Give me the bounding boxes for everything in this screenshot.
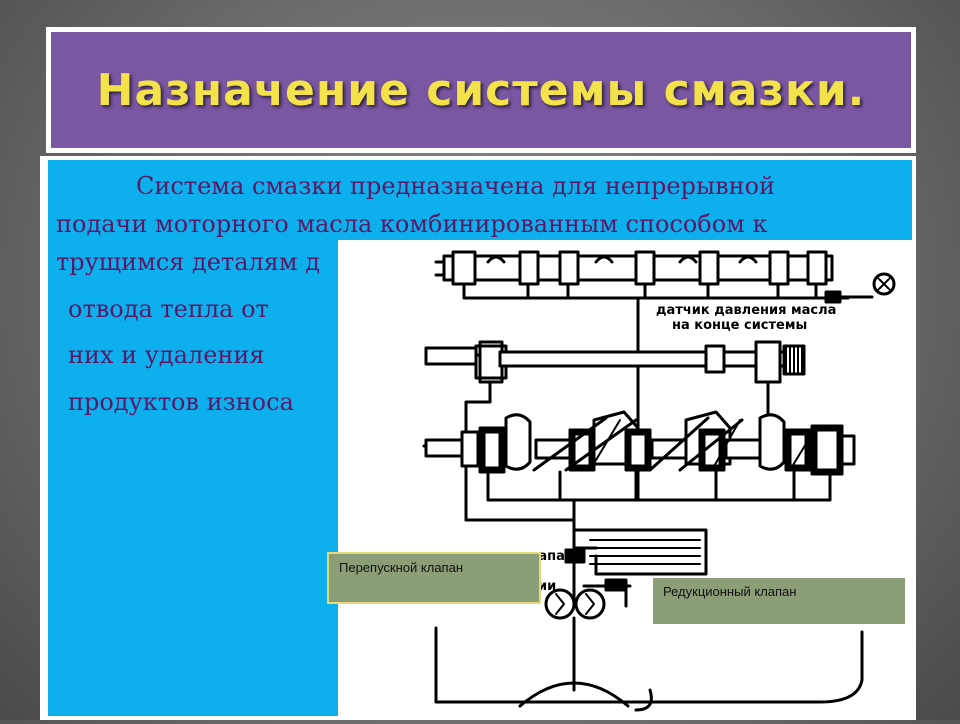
pressure-sensor (824, 272, 896, 304)
oil-pump (544, 560, 632, 692)
oil-filter (564, 528, 708, 576)
lubrication-schematic: датчик давления масла на конце системы к… (422, 250, 896, 712)
text-line-3: трущимся деталям д (56, 248, 320, 276)
lubrication-diagram: датчик давления масла на конце системы к… (338, 240, 914, 720)
oil-pan (434, 626, 864, 712)
camshaft (434, 250, 834, 286)
title-frame: Назначение системы смазки. (46, 27, 916, 153)
slide-title: Назначение системы смазки. (96, 64, 866, 116)
reduction-valve-callout: Редукционный клапан (653, 578, 905, 624)
bypass-valve-label: Перепускной клапан (339, 560, 463, 575)
intermediate-shaft (424, 340, 806, 522)
text-bullet-1: отвода тепла от (68, 295, 269, 323)
text-bullet-2: них и удаления (68, 341, 265, 369)
bypass-valve-callout: Перепускной клапан (327, 552, 541, 604)
partial-label-2: ии (538, 579, 556, 594)
sensor-label-line-1: датчик давления масла (656, 303, 836, 318)
crankshaft (422, 410, 856, 476)
text-line-2: подачи моторного масла комбинированным с… (56, 210, 768, 238)
text-line-1: Система смазки предназначена для непреры… (136, 172, 776, 200)
reduction-valve-label: Редукционный клапан (663, 584, 797, 599)
sensor-label-line-2: на конце системы (672, 318, 807, 333)
title-banner: Назначение системы смазки. (51, 32, 911, 148)
main-gallery (464, 470, 832, 558)
text-bullet-3: продуктов износа (68, 388, 294, 416)
